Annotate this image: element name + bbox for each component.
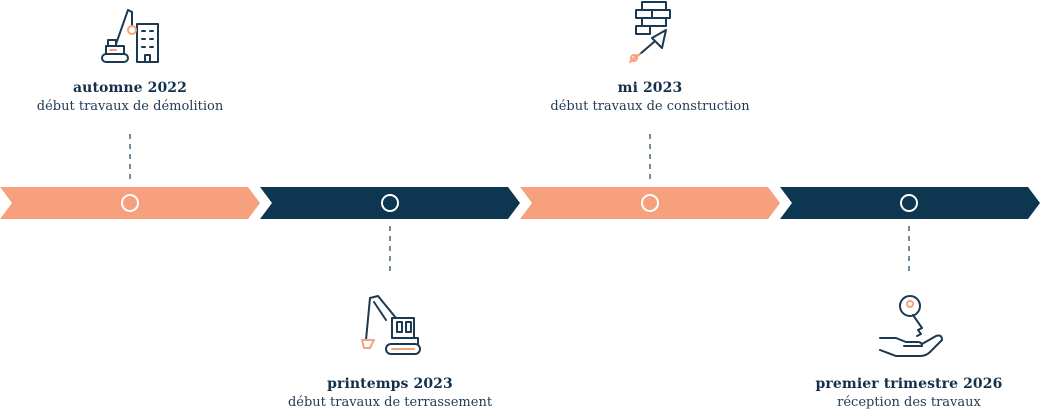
timeline-node-2 xyxy=(381,194,399,212)
milestone-3: mi 2023 début travaux de construction xyxy=(520,80,780,114)
timeline-segment-4 xyxy=(780,187,1040,219)
milestone-description: début travaux de construction xyxy=(550,99,750,114)
milestone-description: début travaux de terrassement xyxy=(287,395,493,410)
milestone-title: printemps 2023 xyxy=(327,376,453,392)
milestone-2: printemps 2023 début travaux de terrasse… xyxy=(260,376,520,410)
timeline-segment-1 xyxy=(0,187,260,219)
timeline-node-1 xyxy=(121,194,139,212)
milestone-description: réception des travaux xyxy=(837,395,981,410)
milestone-title: premier trimestre 2026 xyxy=(815,376,1003,392)
timeline-segment-3 xyxy=(520,187,780,219)
milestone-4: premier trimestre 2026 réception des tra… xyxy=(779,376,1039,410)
key-hand-icon xyxy=(879,295,943,357)
demolition-crane-icon xyxy=(101,9,159,63)
timeline-segment-2 xyxy=(260,187,520,219)
milestone-1: automne 2022 début travaux de démolition xyxy=(0,80,260,114)
milestone-title: automne 2022 xyxy=(73,80,187,96)
milestone-description: début travaux de démolition xyxy=(36,99,224,114)
timeline-node-4 xyxy=(900,194,918,212)
excavator-icon xyxy=(361,295,421,355)
brick-trowel-icon xyxy=(629,1,671,63)
timeline-node-3 xyxy=(641,194,659,212)
milestone-title: mi 2023 xyxy=(617,80,683,96)
